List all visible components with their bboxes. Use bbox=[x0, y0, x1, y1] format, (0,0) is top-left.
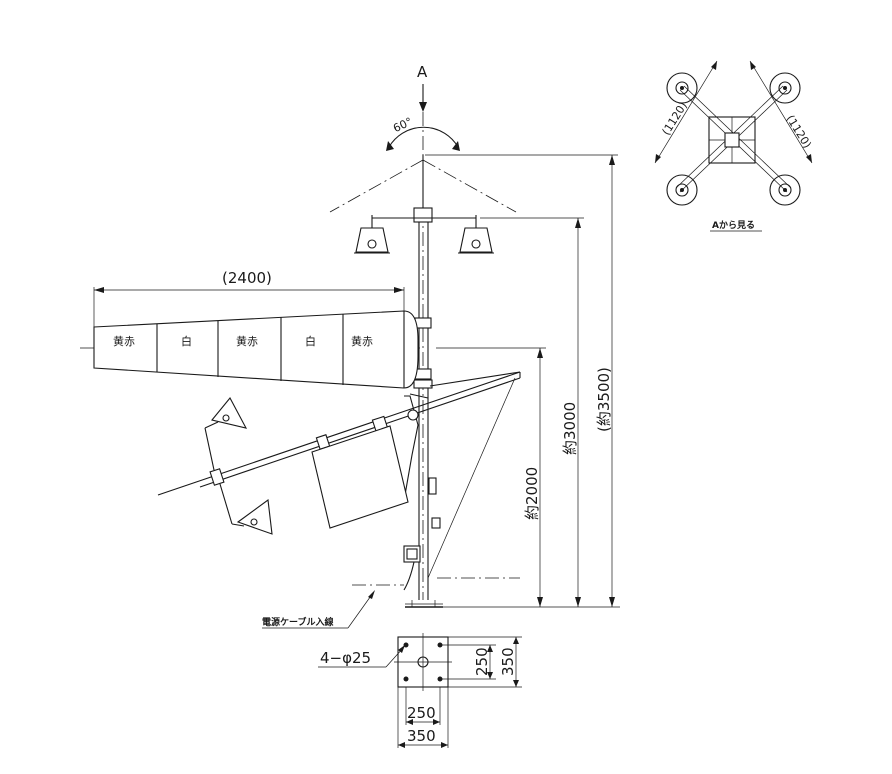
rotation-angle: 60° bbox=[386, 115, 460, 151]
cable-label: 電源ケーブル入線 bbox=[262, 616, 333, 628]
sock-length-label: (2400) bbox=[222, 269, 272, 287]
top-view-lamp-nw bbox=[666, 72, 698, 104]
top-view-dim-right: (1120) bbox=[783, 113, 813, 151]
base-outer-width: 350 bbox=[407, 727, 436, 745]
tilted-lamp-upper bbox=[204, 397, 248, 471]
bolt-label: 4−φ25 bbox=[320, 649, 371, 667]
height-dimension-2000: 約2000 bbox=[436, 347, 546, 607]
view-arrow: A bbox=[417, 63, 428, 112]
sock-band-4: 白 bbox=[305, 334, 316, 348]
height-2000-label: 約2000 bbox=[523, 467, 541, 520]
base-dimension-height: 250 350 bbox=[440, 636, 522, 688]
base-dimension-width: 250 350 bbox=[397, 687, 449, 748]
wind-sock: 黄赤 白 黄赤 白 黄赤 bbox=[93, 310, 419, 389]
sock-band-3: 黄赤 bbox=[236, 334, 258, 348]
sock-band-1: 黄赤 bbox=[113, 334, 135, 348]
height-dimension-3000: 約3000 bbox=[480, 217, 584, 607]
cable-callout: 電源ケーブル入線 bbox=[262, 590, 375, 629]
height-3500-label: (約3500) bbox=[595, 367, 613, 432]
sock-length-dimension: (2400) bbox=[93, 269, 405, 327]
top-lamp-arm bbox=[371, 215, 477, 228]
top-view-lamp-ne bbox=[769, 72, 801, 104]
top-view-dim-left: (1120) bbox=[660, 100, 690, 138]
base-outer-height: 350 bbox=[499, 647, 517, 676]
tilted-lamp-lower bbox=[219, 483, 273, 535]
base-plate-plan bbox=[394, 633, 452, 691]
top-view-lamp-se bbox=[769, 174, 801, 206]
top-view-caption: Aから見る bbox=[712, 220, 755, 231]
base-inner-height: 250 bbox=[473, 647, 491, 676]
base-inner-width: 250 bbox=[407, 704, 436, 722]
view-arrow-label: A bbox=[417, 63, 428, 81]
height-3000-label: 約3000 bbox=[561, 402, 579, 455]
sock-band-2: 白 bbox=[181, 334, 192, 348]
sock-band-5: 黄赤 bbox=[351, 334, 373, 348]
tilted-sign-box bbox=[311, 425, 409, 529]
angle-label: 60° bbox=[391, 115, 414, 135]
tilted-arm bbox=[157, 371, 521, 579]
top-lamp-right bbox=[458, 227, 494, 254]
junction-box bbox=[352, 545, 421, 591]
bolt-callout: 4−φ25 bbox=[318, 645, 405, 668]
height-dimension-3500: (約3500) bbox=[425, 154, 618, 607]
top-lamp-left bbox=[354, 227, 390, 254]
top-view-lamp-sw bbox=[666, 174, 698, 206]
top-view: (1120) (1120) Aから見る bbox=[654, 60, 814, 232]
